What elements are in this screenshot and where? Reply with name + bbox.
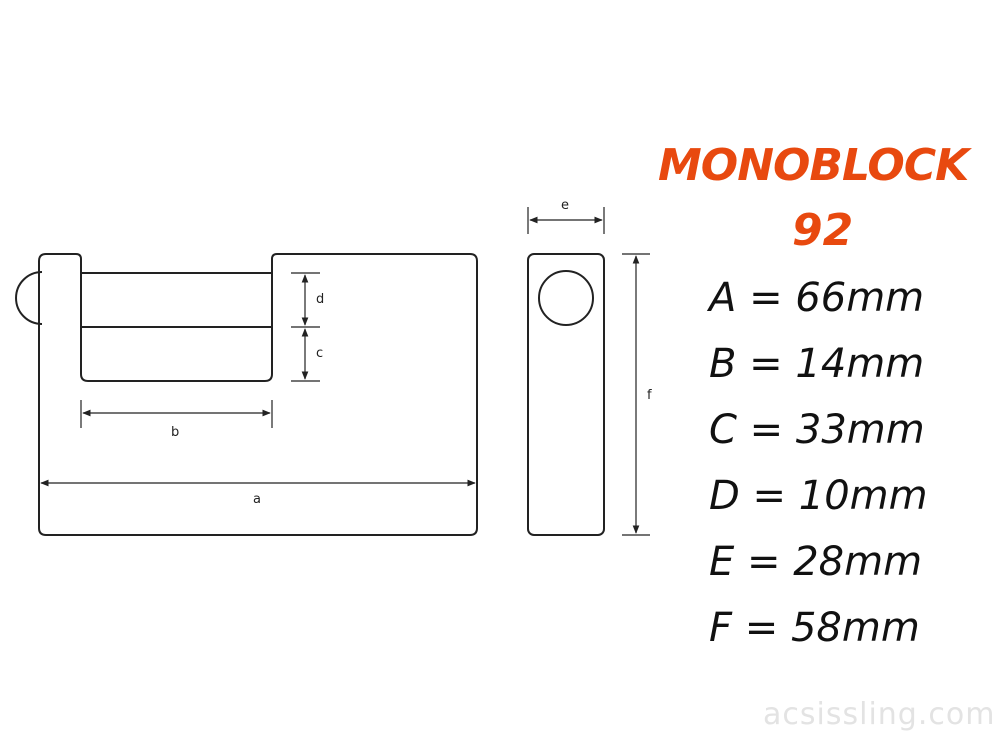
dimension-d: D = 10mm (709, 473, 928, 519)
dim-label-d: d (316, 292, 324, 307)
dim-label-b: b (171, 425, 179, 440)
dim-label-c: c (316, 346, 323, 361)
dim-label-a: a (253, 492, 261, 507)
shackle-knob (15, 271, 43, 325)
dimension-c: C = 33mm (709, 407, 925, 453)
dimension-e: E = 28mm (709, 539, 923, 585)
dim-label-e: e (561, 198, 569, 213)
dimension-f: F = 58mm (709, 605, 920, 651)
shackle-hole (538, 270, 594, 326)
product-title: MONOBLOCK (658, 140, 969, 191)
dimension-a: A = 66mm (709, 275, 925, 321)
watermark: acsissling.com (763, 697, 996, 732)
dimension-b: B = 14mm (709, 341, 925, 387)
dim-label-f: f (647, 388, 652, 403)
lock-body-front (38, 253, 478, 536)
product-model-number: 92 (792, 205, 854, 256)
lock-body-side (527, 253, 605, 536)
